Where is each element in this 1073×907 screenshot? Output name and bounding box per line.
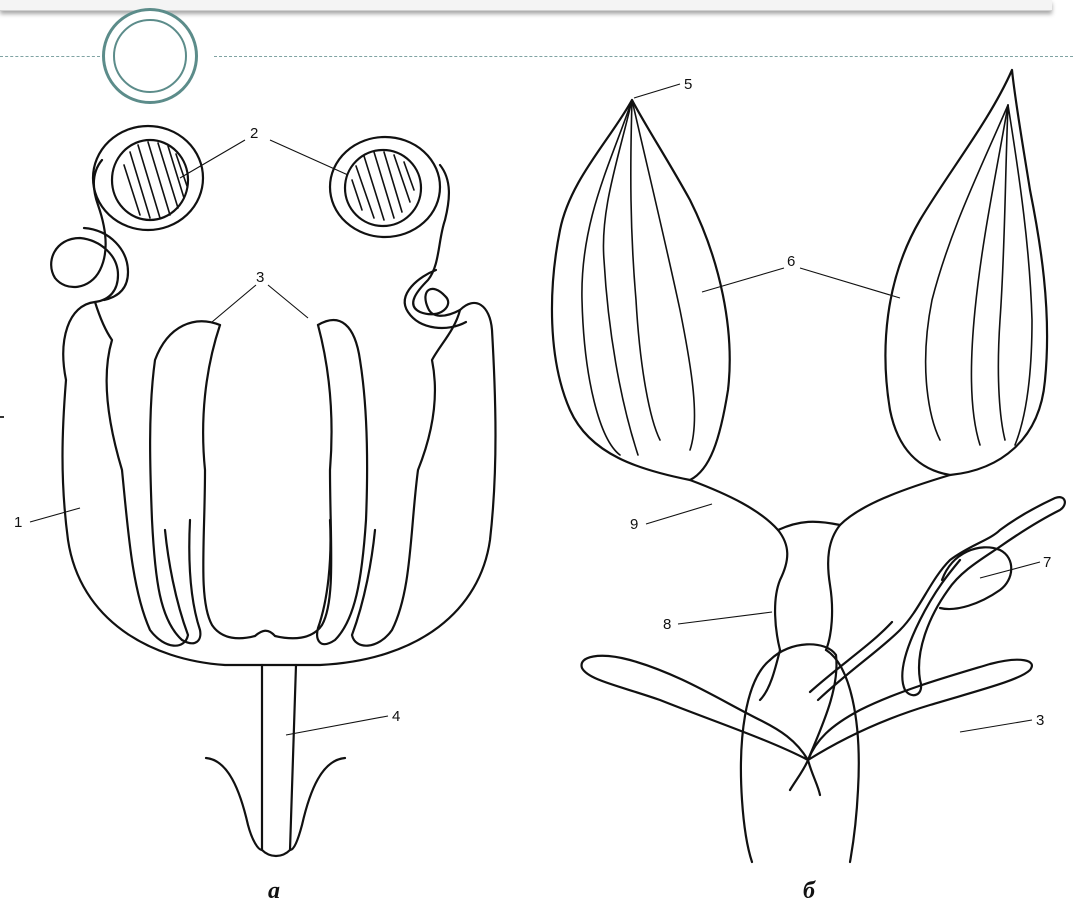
label-3-left: 3: [256, 269, 264, 286]
anther-left-stripe: [148, 142, 170, 215]
coil-tube-left: [51, 160, 118, 302]
anther-left-stripe: [124, 165, 140, 215]
pollen-tube-inner: [810, 622, 892, 692]
leader-line-5: [634, 84, 680, 98]
left-lobe-outline: [552, 100, 730, 480]
bract-left: [206, 758, 262, 850]
right-lobe-outline: [885, 70, 1047, 475]
anther-left-stripe: [138, 145, 160, 218]
central-cavity: [203, 325, 331, 638]
leader-line-6: [702, 268, 900, 298]
connective-notch: [778, 522, 840, 530]
label-2: 2: [250, 125, 258, 142]
figure-b-drawing: [552, 70, 1065, 862]
inner-fold-left: [95, 302, 188, 646]
anther-left-stripe: [130, 152, 150, 218]
connective-outline: [690, 480, 787, 650]
base-body-inner: [770, 644, 837, 760]
stalk-base: [262, 850, 290, 856]
label-8: 8: [663, 616, 671, 633]
anther-left-stripe: [158, 143, 178, 208]
outer-sac-outline: [63, 302, 496, 665]
anther-right-stripe: [352, 180, 362, 210]
label-3-right: 3: [1036, 712, 1044, 729]
left-lobe-vein: [631, 100, 660, 440]
bract-right: [290, 758, 345, 850]
anther-left-inner: [112, 140, 188, 220]
base-leaf-gap: [790, 760, 820, 795]
leader-line-8: [678, 612, 772, 624]
label-7: 7: [1043, 554, 1051, 571]
leader-line-1: [30, 508, 80, 522]
right-lobe-vein: [926, 105, 1008, 440]
stalk-right-edge: [290, 665, 296, 850]
base-body-right: [826, 650, 859, 862]
leader-line-4: [286, 716, 388, 735]
label-5: 5: [684, 76, 692, 93]
label-4: 4: [392, 708, 400, 725]
label-6: 6: [787, 253, 795, 270]
caption-b: б: [803, 878, 816, 904]
right-lobe-vein: [998, 105, 1008, 440]
label-9: 9: [630, 516, 638, 533]
anther-right-stripe: [374, 152, 394, 218]
leader-line-2: [180, 140, 348, 178]
left-lobe-vein: [582, 100, 632, 455]
pollen-tube: [818, 497, 1065, 700]
pollen-grain: [940, 547, 1011, 609]
anther-right-stripe: [356, 166, 374, 218]
left-lobe-vein: [603, 100, 638, 455]
anther-right-stripe: [404, 162, 414, 190]
inner-lobe-right: [317, 320, 367, 644]
figure-a-drawing: [30, 126, 496, 856]
connective-outline-right: [826, 475, 950, 650]
anther-right-stripe: [384, 152, 402, 212]
label-1: 1: [14, 514, 22, 531]
leader-line-3b: [960, 720, 1032, 732]
right-lobe-vein: [1008, 105, 1032, 445]
caption-a: а: [268, 878, 280, 904]
anther-right-stripe: [364, 156, 384, 220]
leader-line-9: [646, 504, 712, 524]
stalk-b: [760, 650, 780, 700]
inner-fold-right: [352, 310, 460, 646]
leader-line-3: [212, 285, 308, 322]
